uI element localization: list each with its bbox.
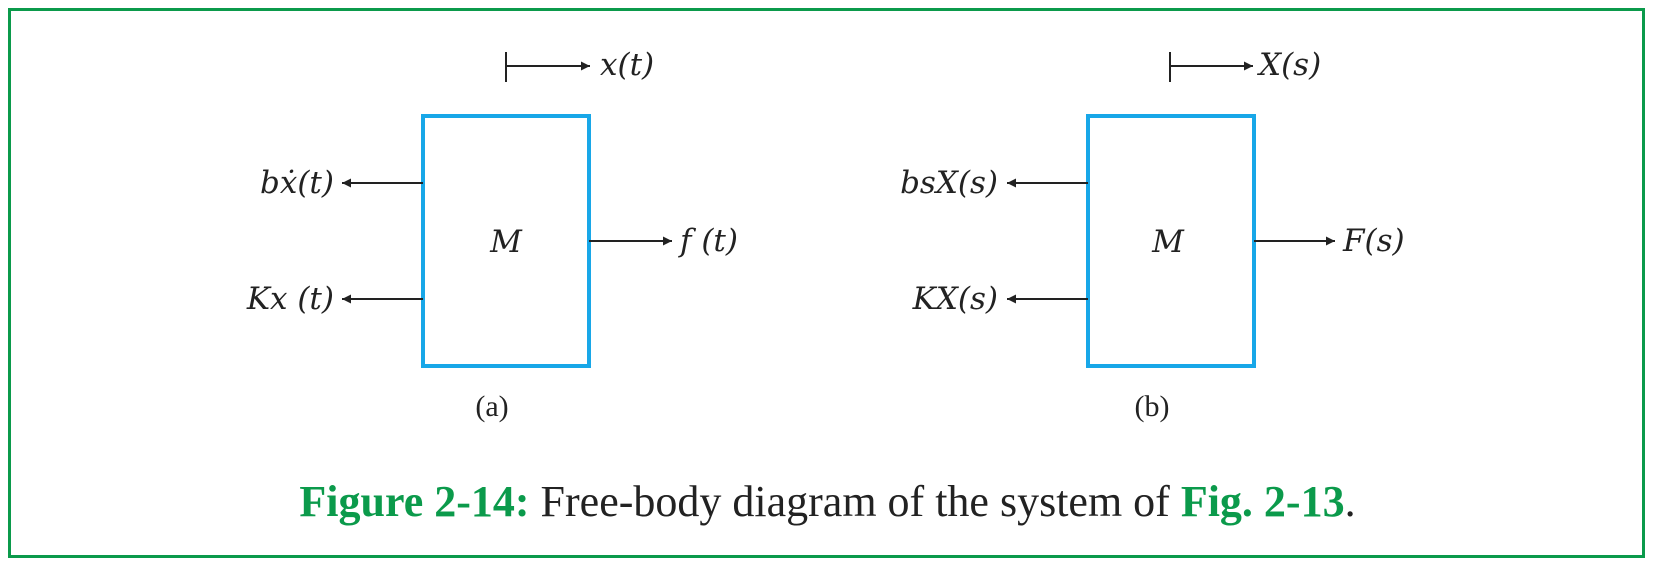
figure-caption-label: Figure 2-14:: [299, 477, 530, 526]
figure-reference-link[interactable]: Fig. 2-13: [1180, 477, 1345, 526]
panel-b: X(s) M bsX(s) KX(s) F(s) (b): [900, 47, 1405, 423]
applied-force-label: F(s): [1342, 223, 1405, 259]
panel-a-caption: (a): [475, 390, 508, 423]
damper-force-label: bẋ(t): [260, 165, 334, 201]
displacement-label: X(s): [1257, 47, 1321, 83]
spring-force-label: KX(s): [912, 281, 998, 317]
figure-frame: [8, 8, 1645, 558]
damper-force-label: bsX(s): [900, 165, 998, 201]
figure-caption: Figure 2-14: Free-body diagram of the sy…: [0, 476, 1655, 527]
mass-label: M: [1151, 224, 1185, 260]
displacement-label: x(t): [600, 47, 654, 83]
figure-caption-text: Free-body diagram of the system of: [529, 477, 1181, 526]
figure-caption-end: .: [1344, 477, 1356, 526]
applied-force-label: f (t): [678, 223, 738, 259]
spring-force-label: Kx (t): [246, 281, 334, 317]
panel-a: x(t) M bẋ(t) Kx (t) f (t) (a): [246, 47, 738, 423]
mass-label: M: [489, 224, 523, 260]
panel-b-caption: (b): [1135, 390, 1170, 423]
